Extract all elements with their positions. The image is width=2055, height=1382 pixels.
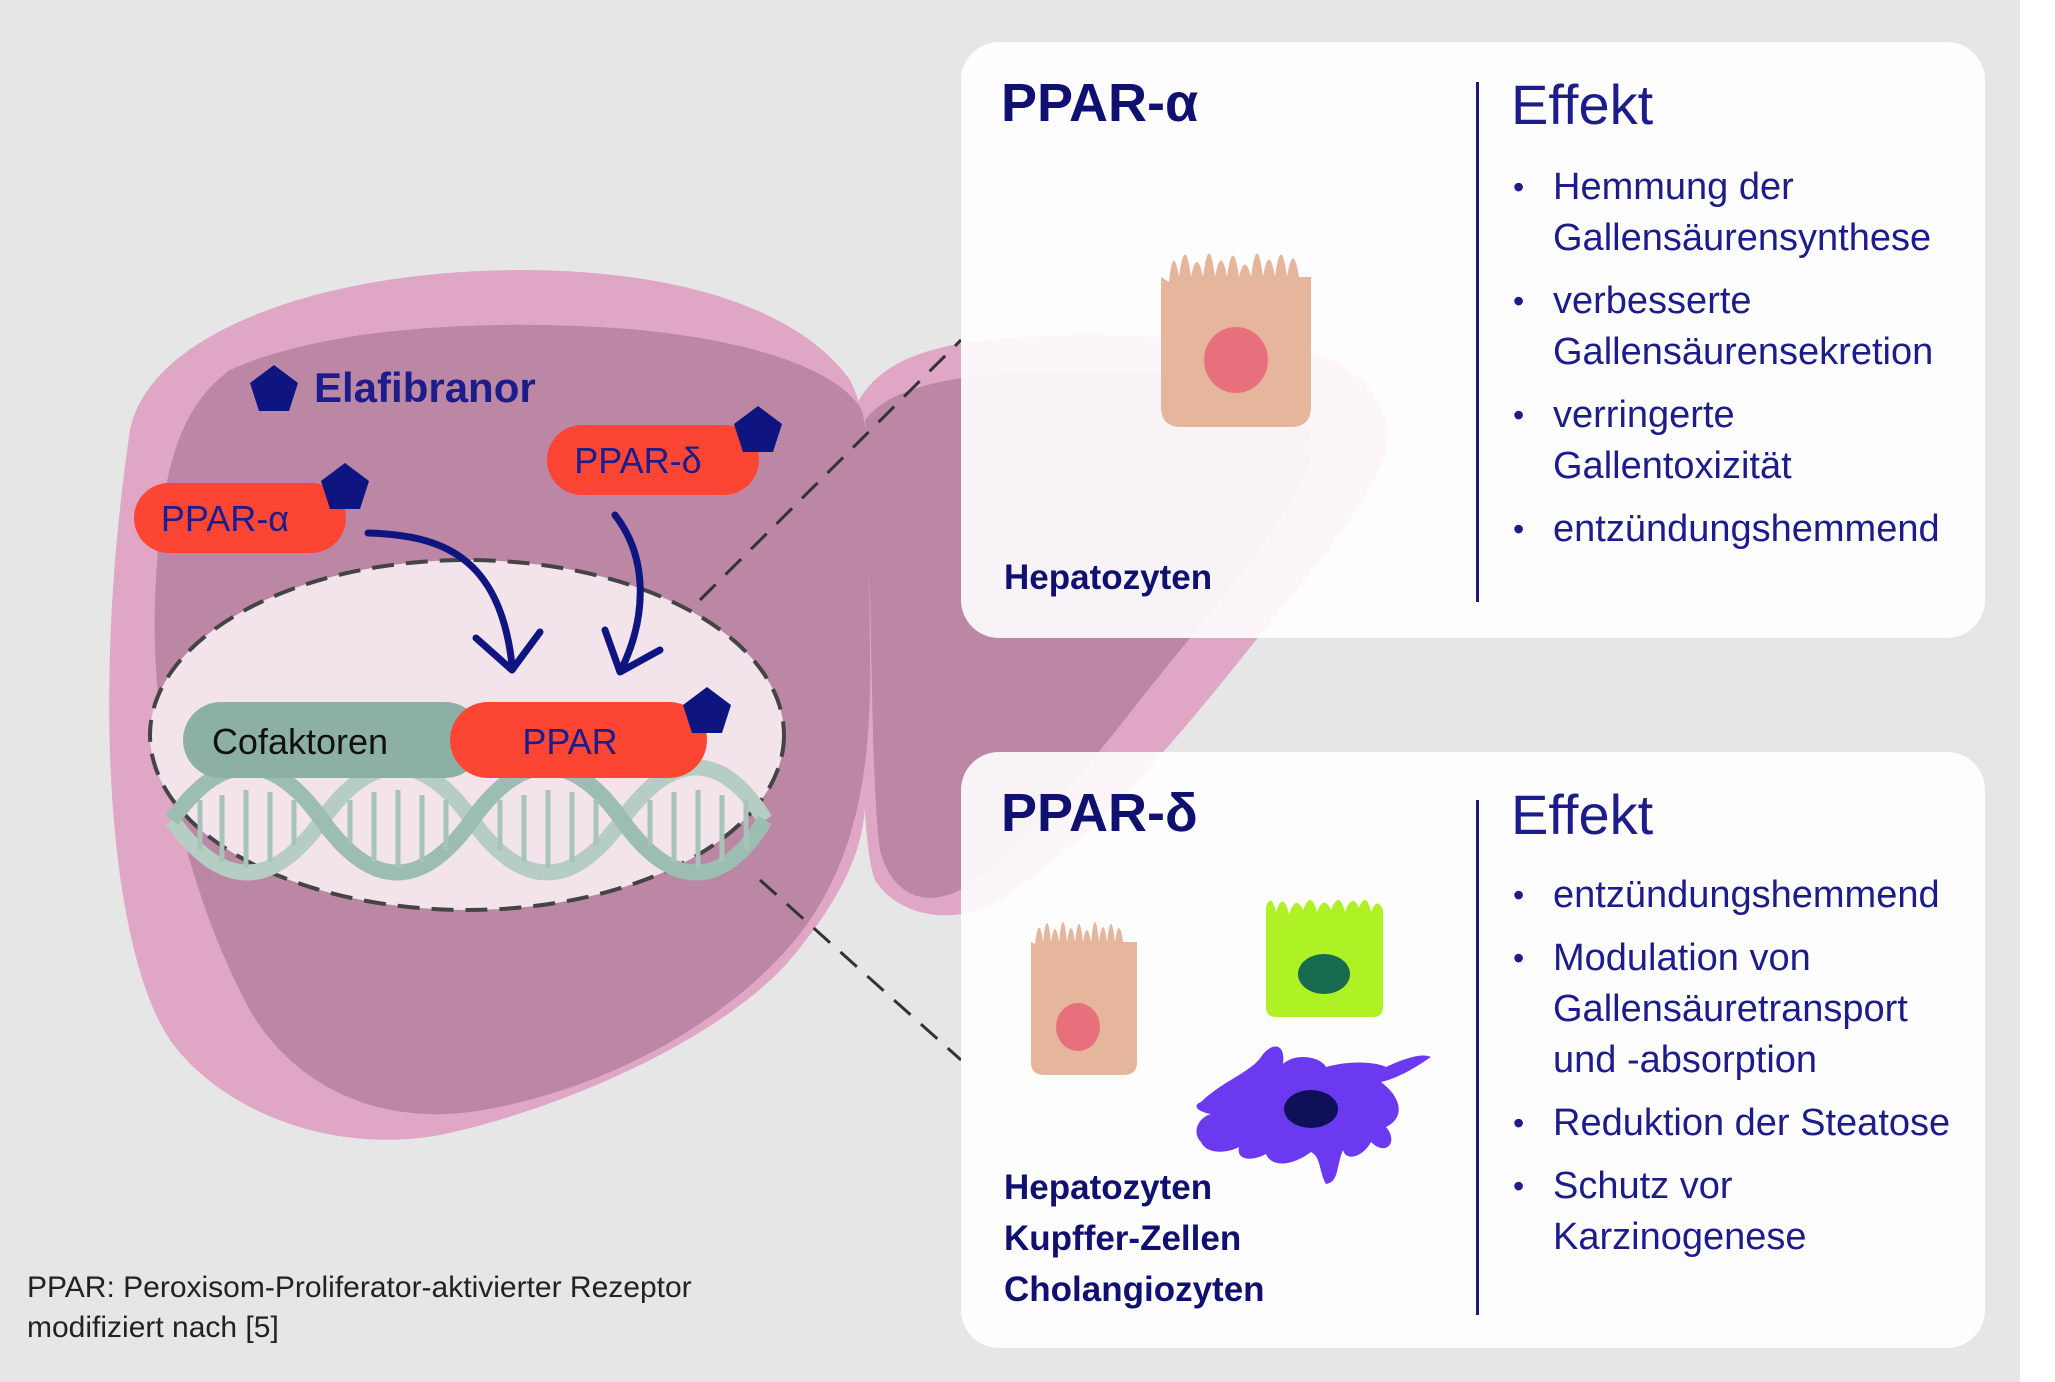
ppar-delta-pill: [547, 425, 759, 495]
effect-item: •Modulation von Gallensäuretransport und…: [1513, 937, 1908, 1081]
celltype-label: Cholangiozyten: [1004, 1270, 1265, 1309]
ligand-alpha-icon: [321, 463, 369, 509]
arrow-delta-to-ppar: [601, 511, 664, 676]
effect-item: •entzündungshemmend: [1513, 508, 1940, 550]
cholangiocyte-cell-icon: [1266, 899, 1383, 1017]
panel-alpha-divider: [1476, 82, 1479, 602]
panel-alpha-effect-title: Effekt: [1511, 73, 1654, 136]
ppar-label: PPAR: [522, 721, 617, 762]
ppar-pill: [450, 702, 707, 778]
effect-item: •Reduktion der Steatose: [1513, 1102, 1951, 1144]
arrow-alpha-to-ppar: [364, 529, 544, 674]
celltype-label: Hepatozyten: [1004, 558, 1213, 597]
kupffer-cell-icon: [1196, 1046, 1431, 1184]
hepatocyte-cell-icon: [1161, 253, 1311, 427]
effect-item: •Schutz vor Karzinogenese: [1513, 1165, 1807, 1258]
cofactor-label: Cofaktoren: [212, 721, 388, 762]
effect-item: •entzündungshemmend: [1513, 874, 1940, 916]
effect-item: •verbesserte Gallensäurensekretion: [1513, 280, 1934, 373]
drug-label: Elafibranor: [314, 364, 536, 411]
zoom-line-top: [698, 338, 963, 602]
cell-illustrations: [1031, 899, 1431, 1184]
footnote: PPAR: Peroxisom-Proliferator-aktivierter…: [27, 1268, 692, 1348]
effect-item: •verringerte Gallentoxizität: [1513, 394, 1792, 487]
ppar-alpha-label: PPAR-α: [161, 498, 289, 539]
panel-alpha-effects: •Hemmung der Gallensäurensynthese •verbe…: [1511, 162, 1973, 567]
footnote-source: modifiziert nach [5]: [27, 1311, 279, 1344]
panel-delta-celltypes: Hepatozyten Kupffer-Zellen Cholangiozyte…: [1004, 1162, 1265, 1315]
panel-ppar-delta: PPAR-δ Hepatozyten Kupffer-Zellen Cholan…: [961, 752, 1985, 1348]
celltype-label: Kupffer-Zellen: [1004, 1219, 1242, 1258]
elafibranor-icon: [250, 365, 298, 411]
ppar-delta-label: PPAR-δ: [574, 440, 701, 481]
ppar-alpha-pill: [134, 483, 346, 553]
panel-alpha-celltypes: Hepatozyten: [1004, 552, 1212, 603]
effect-item: •Hemmung der Gallensäurensynthese: [1513, 166, 1932, 259]
footnote-abbreviation: PPAR: Peroxisom-Proliferator-aktivierter…: [27, 1271, 692, 1304]
panel-alpha-title: PPAR-α: [1001, 73, 1199, 133]
zoom-line-bottom: [758, 878, 963, 1062]
panel-ppar-alpha: PPAR-α Hepatozyten Effekt •Hemmung der G…: [961, 42, 1985, 638]
ligand-delta-icon: [734, 406, 782, 452]
panel-delta-effect-title: Effekt: [1511, 783, 1654, 846]
celltype-label: Hepatozyten: [1004, 1168, 1213, 1207]
panel-delta-title: PPAR-δ: [1001, 783, 1198, 843]
hepatocyte-cell-icon: [1031, 922, 1137, 1075]
panel-delta-divider: [1476, 800, 1479, 1315]
ligand-ppar-icon: [683, 687, 731, 733]
cofactor-pill: [183, 702, 483, 778]
panel-delta-effects: •entzündungshemmend •Modulation von Gall…: [1511, 870, 1973, 1275]
